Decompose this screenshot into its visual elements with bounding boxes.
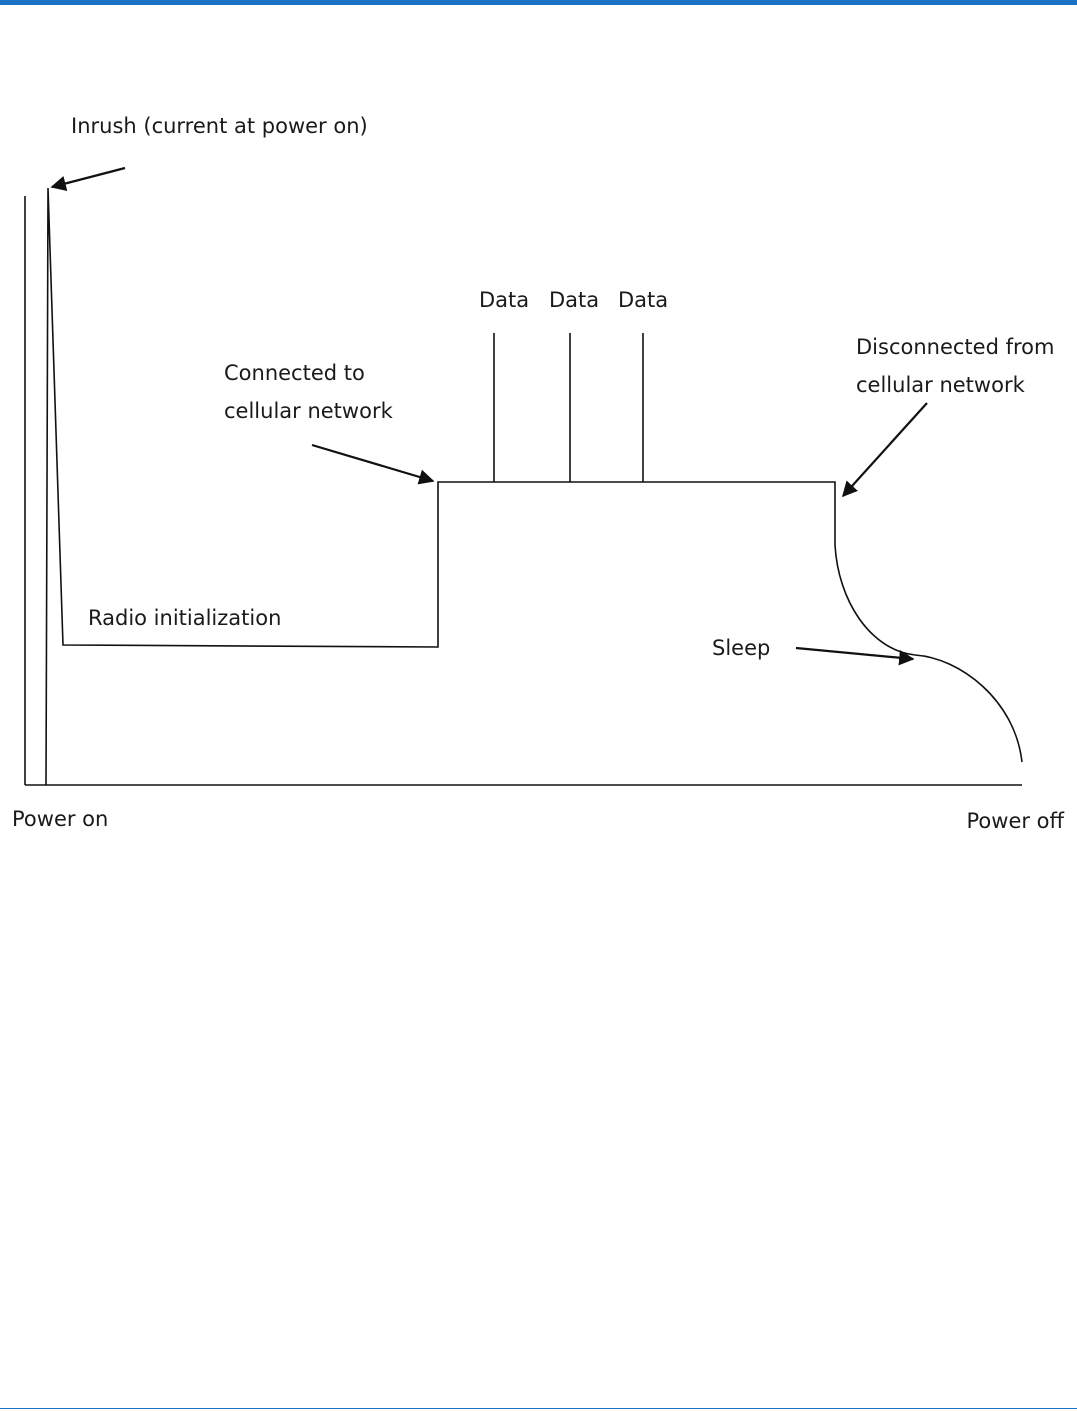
connected-label-line1: Connected to	[224, 361, 365, 385]
connected-arrow	[312, 445, 433, 481]
disconnected-arrow	[843, 403, 927, 496]
inrush-arrow	[52, 168, 125, 187]
power-on-label: Power on	[12, 807, 108, 831]
sleep-label: Sleep	[712, 636, 770, 660]
power-off-label: Power off	[967, 809, 1065, 833]
disconnected-label-line1: Disconnected from	[856, 335, 1054, 359]
disconnected-label-line2: cellular network	[856, 373, 1026, 397]
connected-label-line2: cellular network	[224, 399, 394, 423]
data-label-2: Data	[549, 288, 599, 312]
data-label-3: Data	[618, 288, 668, 312]
data-label-1: Data	[479, 288, 529, 312]
inrush-label: Inrush (current at power on)	[71, 114, 368, 138]
radio-init-label: Radio initialization	[88, 606, 281, 630]
current-profile-curve	[46, 188, 1022, 785]
footer-rule	[0, 1408, 1077, 1409]
